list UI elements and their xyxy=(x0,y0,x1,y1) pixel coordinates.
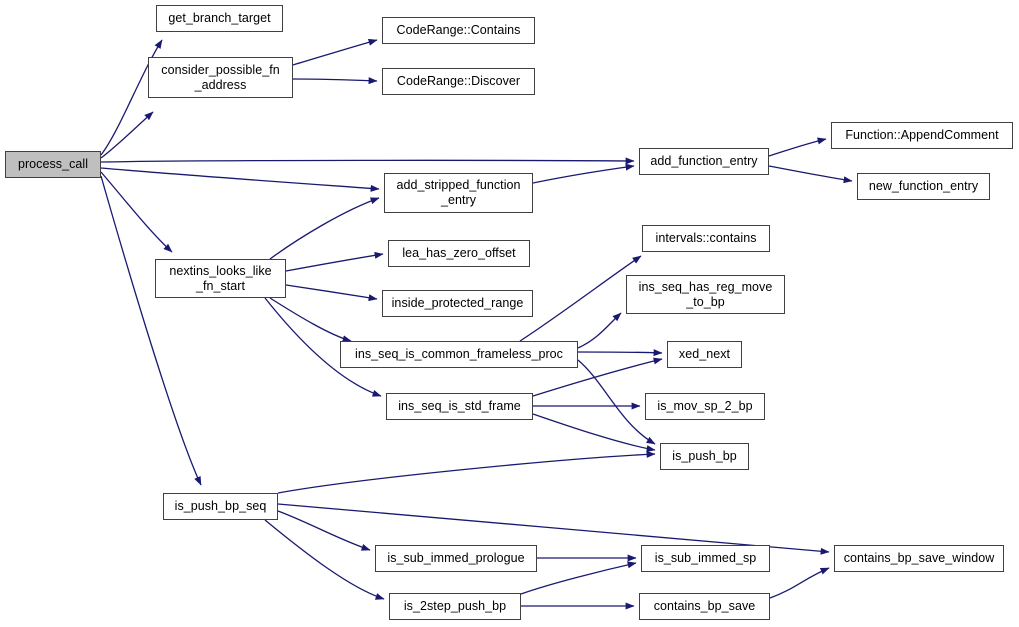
graph-node-intervals_contains[interactable]: intervals::contains xyxy=(642,225,770,252)
graph-node-add_stripped_function_entry[interactable]: add_stripped_function _entry xyxy=(384,173,533,213)
graph-node-get_branch_target[interactable]: get_branch_target xyxy=(156,5,283,32)
graph-node-contains_bp_save_window[interactable]: contains_bp_save_window xyxy=(834,545,1004,572)
graph-node-is_push_bp_seq[interactable]: is_push_bp_seq xyxy=(163,493,278,520)
edge-contains_bp_save-to-contains_bp_save_window xyxy=(769,567,830,599)
graph-node-Function_AppendComment[interactable]: Function::AppendComment xyxy=(831,122,1013,149)
edge-is_push_bp_seq-to-is_2step_push_bp xyxy=(264,519,385,600)
edge-is_push_bp_seq-to-is_sub_immed_prologue xyxy=(277,510,371,551)
graph-node-ins_seq_is_common_frameless_proc[interactable]: ins_seq_is_common_frameless_proc xyxy=(340,341,578,368)
graph-node-lea_has_zero_offset[interactable]: lea_has_zero_offset xyxy=(388,240,530,267)
edge-nextins_looks_like_fn_start-to-ins_seq_is_common_frameless_proc xyxy=(269,297,352,343)
graph-node-nextins_looks_like_fn_start[interactable]: nextins_looks_like _fn_start xyxy=(155,259,286,298)
edge-is_push_bp_seq-to-is_push_bp xyxy=(277,450,656,494)
edge-process_call-to-add_stripped_function_entry xyxy=(100,167,380,192)
graph-node-CodeRange_Contains[interactable]: CodeRange::Contains xyxy=(382,17,535,44)
edge-process_call-to-nextins_looks_like_fn_start xyxy=(100,171,173,253)
graph-node-is_sub_immed_prologue[interactable]: is_sub_immed_prologue xyxy=(375,545,537,572)
graph-node-is_push_bp[interactable]: is_push_bp xyxy=(660,443,749,470)
edge-ins_seq_is_std_frame-to-is_push_bp xyxy=(532,413,656,453)
graph-node-new_function_entry[interactable]: new_function_entry xyxy=(857,173,990,200)
edge-consider_possible_fn_address-to-CodeRange_Contains xyxy=(292,38,378,66)
graph-node-is_sub_immed_sp[interactable]: is_sub_immed_sp xyxy=(641,545,770,572)
edge-ins_seq_is_common_frameless_proc-to-intervals_contains xyxy=(519,255,642,342)
edge-process_call-to-get_branch_target xyxy=(100,39,163,156)
graph-node-add_function_entry[interactable]: add_function_entry xyxy=(639,148,769,175)
edge-add_function_entry-to-Function_AppendComment xyxy=(768,137,827,157)
graph-node-ins_seq_has_reg_move_to_bp[interactable]: ins_seq_has_reg_move _to_bp xyxy=(626,275,785,314)
graph-node-is_mov_sp_2_bp[interactable]: is_mov_sp_2_bp xyxy=(645,393,765,420)
edge-nextins_looks_like_fn_start-to-add_stripped_function_entry xyxy=(269,197,380,260)
edge-ins_seq_is_common_frameless_proc-to-is_push_bp xyxy=(577,359,656,445)
edge-nextins_looks_like_fn_start-to-ins_seq_is_std_frame xyxy=(264,297,382,397)
graph-node-xed_next[interactable]: xed_next xyxy=(667,341,742,368)
edge-add_stripped_function_entry-to-add_function_entry xyxy=(532,163,635,184)
graph-node-is_2step_push_bp[interactable]: is_2step_push_bp xyxy=(389,593,521,620)
graph-node-inside_protected_range[interactable]: inside_protected_range xyxy=(382,290,533,317)
edge-is_2step_push_bp-to-is_sub_immed_sp xyxy=(520,561,637,595)
edge-consider_possible_fn_address-to-CodeRange_Discover xyxy=(292,77,378,85)
edge-nextins_looks_like_fn_start-to-lea_has_zero_offset xyxy=(285,251,384,272)
edge-ins_seq_is_common_frameless_proc-to-ins_seq_has_reg_move_to_bp xyxy=(577,312,622,349)
edge-group xyxy=(100,38,853,610)
edge-process_call-to-consider_possible_fn_address xyxy=(100,111,154,159)
graph-node-contains_bp_save[interactable]: contains_bp_save xyxy=(639,593,770,620)
edge-ins_seq_is_std_frame-to-xed_next xyxy=(532,357,663,397)
graph-node-ins_seq_is_std_frame[interactable]: ins_seq_is_std_frame xyxy=(386,393,533,420)
edge-process_call-to-add_function_entry xyxy=(100,157,635,165)
graph-node-process_call[interactable]: process_call xyxy=(5,151,101,178)
edge-process_call-to-is_push_bp_seq xyxy=(100,175,202,486)
edge-add_function_entry-to-new_function_entry xyxy=(768,165,853,184)
edge-ins_seq_is_common_frameless_proc-to-xed_next xyxy=(577,349,663,357)
edge-nextins_looks_like_fn_start-to-inside_protected_range xyxy=(285,284,378,302)
graph-node-consider_possible_fn_address[interactable]: consider_possible_fn _address xyxy=(148,57,293,98)
graph-node-CodeRange_Discover[interactable]: CodeRange::Discover xyxy=(382,68,535,95)
